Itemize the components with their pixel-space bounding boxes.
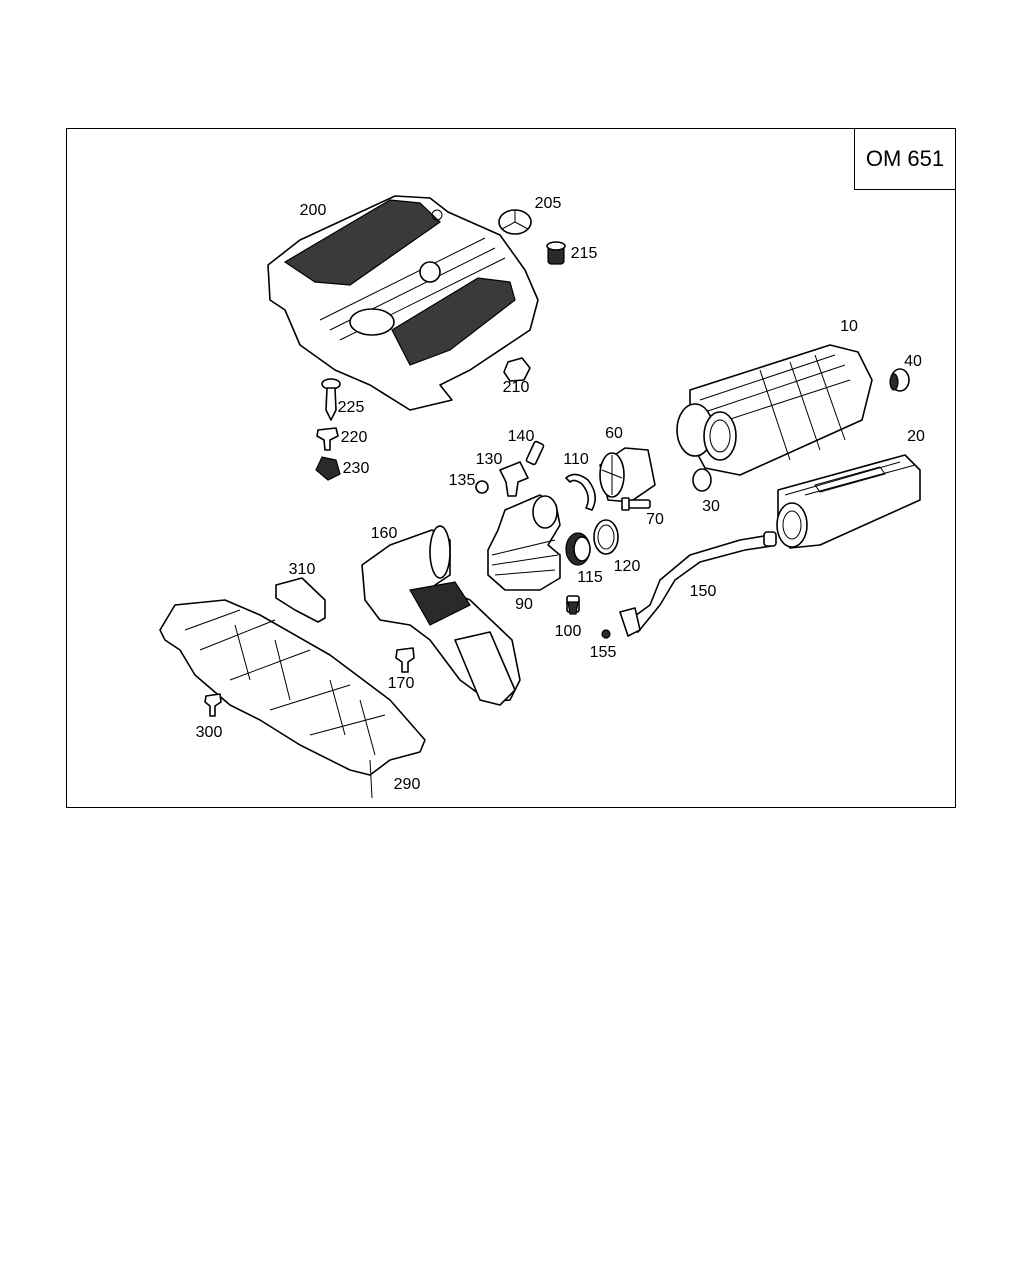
callout-170: 170 [387, 675, 415, 692]
callout-115: 115 [577, 569, 603, 586]
callout-210: 210 [502, 379, 530, 396]
callout-135: 135 [448, 472, 476, 489]
star-emblem-205 [498, 209, 532, 235]
callout-90: 90 [515, 596, 533, 613]
seal-ring-30 [692, 468, 712, 492]
callout-130: 130 [475, 451, 503, 468]
callout-20: 20 [907, 428, 925, 445]
engine-code-box: OM 651 [854, 128, 956, 190]
screw-70 [621, 497, 651, 511]
callout-205: 205 [534, 195, 562, 212]
small-parts-130-140 [475, 440, 545, 497]
callout-200: 200 [299, 202, 327, 219]
callout-10: 10 [840, 318, 858, 335]
grommet-215 [546, 241, 566, 265]
callout-155: 155 [589, 644, 617, 661]
screw-155 [601, 629, 611, 639]
callout-300: 300 [195, 724, 223, 741]
sleeve-40 [889, 368, 910, 392]
callout-310: 310 [288, 561, 316, 578]
hose-150 [619, 531, 777, 637]
clip-300 [204, 693, 222, 717]
air-filter-housing-10 [676, 344, 873, 476]
callout-290: 290 [393, 776, 421, 793]
rings-115-120 [565, 519, 619, 566]
callout-150: 150 [689, 583, 717, 600]
callout-225: 225 [337, 399, 365, 416]
callout-230: 230 [342, 460, 370, 477]
callout-70: 70 [646, 511, 664, 528]
callout-120: 120 [613, 558, 641, 575]
engine-cover-200 [267, 195, 539, 411]
intake-duct-160 [361, 525, 521, 706]
clip-170 [395, 647, 415, 673]
clamp-110 [565, 473, 596, 511]
air-duct-290 [159, 599, 426, 799]
nut-210 [503, 357, 531, 382]
fasteners-left [315, 378, 341, 481]
diagram-frame [66, 128, 956, 808]
callout-40: 40 [904, 353, 922, 370]
callout-215: 215 [570, 245, 598, 262]
callout-140: 140 [507, 428, 535, 445]
callout-100: 100 [554, 623, 582, 640]
callout-220: 220 [340, 429, 368, 446]
callout-110: 110 [563, 451, 589, 468]
seal-310 [275, 577, 326, 623]
callout-160: 160 [370, 525, 398, 542]
sensor-100 [566, 595, 580, 615]
callout-30: 30 [702, 498, 720, 515]
flowmeter-60 [599, 447, 656, 503]
intake-pipe-90 [487, 494, 561, 591]
filter-element-20 [776, 454, 921, 549]
callout-60: 60 [605, 425, 623, 442]
